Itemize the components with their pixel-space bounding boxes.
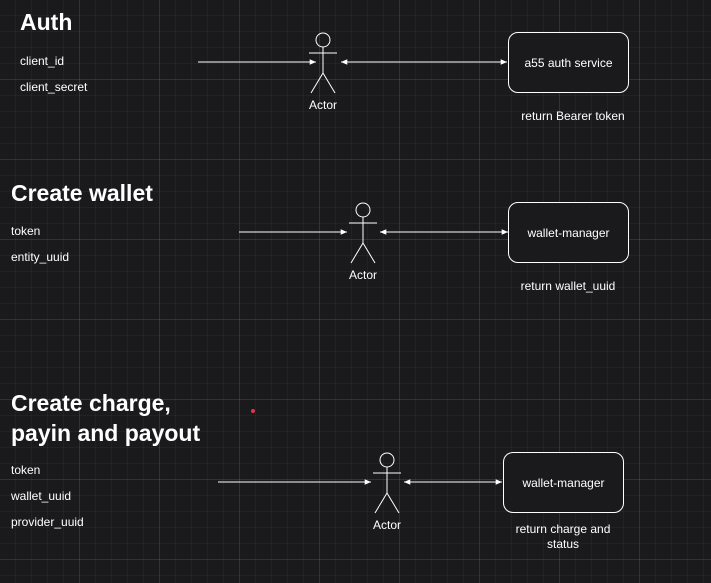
charge-param-provider-uuid: provider_uuid (11, 515, 84, 529)
charge-service-label: wallet-manager (522, 475, 605, 490)
auth-actor-label: Actor (308, 98, 338, 112)
wallet-param-token: token (11, 224, 41, 238)
wallet-param-entity-uuid: entity_uuid (11, 250, 70, 264)
charge-service-box[interactable]: wallet-manager (503, 452, 624, 513)
auth-param-client-id: client_id (20, 54, 65, 68)
auth-return-label: return Bearer token (521, 109, 625, 123)
wallet-service-box[interactable]: wallet-manager (508, 202, 629, 263)
stray-red-dot (251, 409, 255, 413)
charge-actor-icon[interactable] (373, 452, 401, 514)
charge-section-title-line-2: payin and payout (11, 420, 201, 446)
auth-flow (198, 32, 507, 94)
wallet-service-label: wallet-manager (527, 225, 610, 240)
auth-section-title: Auth (20, 9, 73, 35)
wallet-section-title: Create wallet (11, 180, 153, 206)
charge-return-label-line-1: return charge and (515, 522, 611, 536)
charge-param-token: token (11, 463, 41, 477)
wallet-flow (239, 202, 508, 264)
wallet-return-label: return wallet_uuid (520, 279, 616, 293)
charge-actor-label: Actor (372, 518, 402, 532)
wallet-actor-icon[interactable] (349, 202, 377, 264)
auth-actor-icon[interactable] (309, 32, 337, 94)
charge-return-label-line-2: status (546, 537, 580, 551)
wallet-actor-label: Actor (348, 268, 378, 282)
auth-service-label: a55 auth service (524, 55, 613, 70)
charge-section-title-line-1: Create charge, (11, 390, 171, 416)
auth-service-box[interactable]: a55 auth service (508, 32, 629, 93)
charge-flow (218, 452, 502, 514)
auth-param-client-secret: client_secret (20, 80, 88, 94)
charge-param-wallet-uuid: wallet_uuid (11, 489, 72, 503)
